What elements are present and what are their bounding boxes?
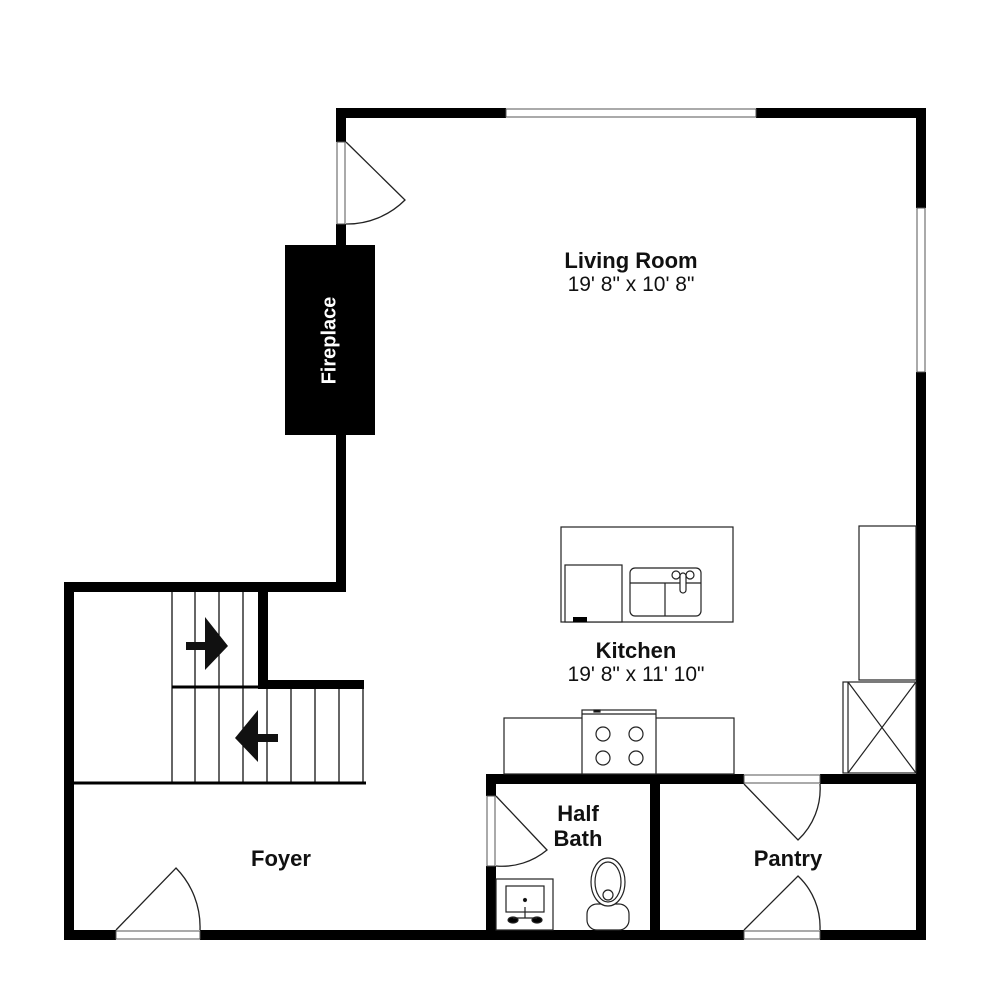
room-dimensions: 19' 8" x 11' 10" xyxy=(567,663,705,687)
room-name: Kitchen xyxy=(595,638,677,663)
door-half-bath[interactable] xyxy=(495,795,548,867)
room-name: Foyer xyxy=(251,846,311,871)
toilet-icon xyxy=(586,857,630,931)
burner-icon xyxy=(595,750,611,766)
room-dimensions: 19' 8" x 10' 8" xyxy=(567,273,695,297)
room-pantry[interactable]: Pantry xyxy=(728,846,848,871)
kitchen-counter xyxy=(503,709,735,775)
burner-icon xyxy=(595,726,611,742)
staircase[interactable] xyxy=(74,592,366,785)
kitchen-sink-icon xyxy=(629,567,702,617)
fireplace xyxy=(285,245,375,435)
room-name: Pantry xyxy=(753,846,823,871)
range-stove xyxy=(581,709,657,775)
window-right xyxy=(916,207,926,373)
windows xyxy=(505,108,926,373)
fireplace-label: Fireplace xyxy=(285,245,375,435)
fireplace-text: Fireplace xyxy=(318,296,341,384)
door-sills xyxy=(115,141,821,940)
refrigerator-cabinet xyxy=(858,525,917,681)
dishwasher xyxy=(564,564,623,623)
doors xyxy=(115,141,821,931)
room-name: Living Room xyxy=(564,248,698,273)
bath-vanity xyxy=(495,878,554,931)
room-foyer[interactable]: Foyer xyxy=(221,846,341,871)
kitchen-island xyxy=(560,526,734,623)
door-pantry-bottom[interactable] xyxy=(743,875,821,931)
door-living-room[interactable] xyxy=(345,141,406,225)
stair-arrow-right-icon xyxy=(186,617,228,670)
room-kitchen[interactable]: Kitchen 19' 8" x 11' 10" xyxy=(536,638,736,687)
burner-icon xyxy=(628,750,644,766)
burner-icon xyxy=(628,726,644,742)
walls xyxy=(64,108,926,940)
room-name: Half Bath xyxy=(553,801,603,852)
room-half-bath[interactable]: Half Bath xyxy=(543,801,613,852)
stair-arrow-left-icon xyxy=(235,710,278,762)
door-foyer-entry[interactable] xyxy=(115,867,201,931)
door-pantry-top[interactable] xyxy=(743,783,821,841)
window-top xyxy=(505,108,757,118)
room-living-room[interactable]: Living Room 19' 8" x 10' 8" xyxy=(531,248,731,297)
washer-dryer xyxy=(842,681,917,774)
